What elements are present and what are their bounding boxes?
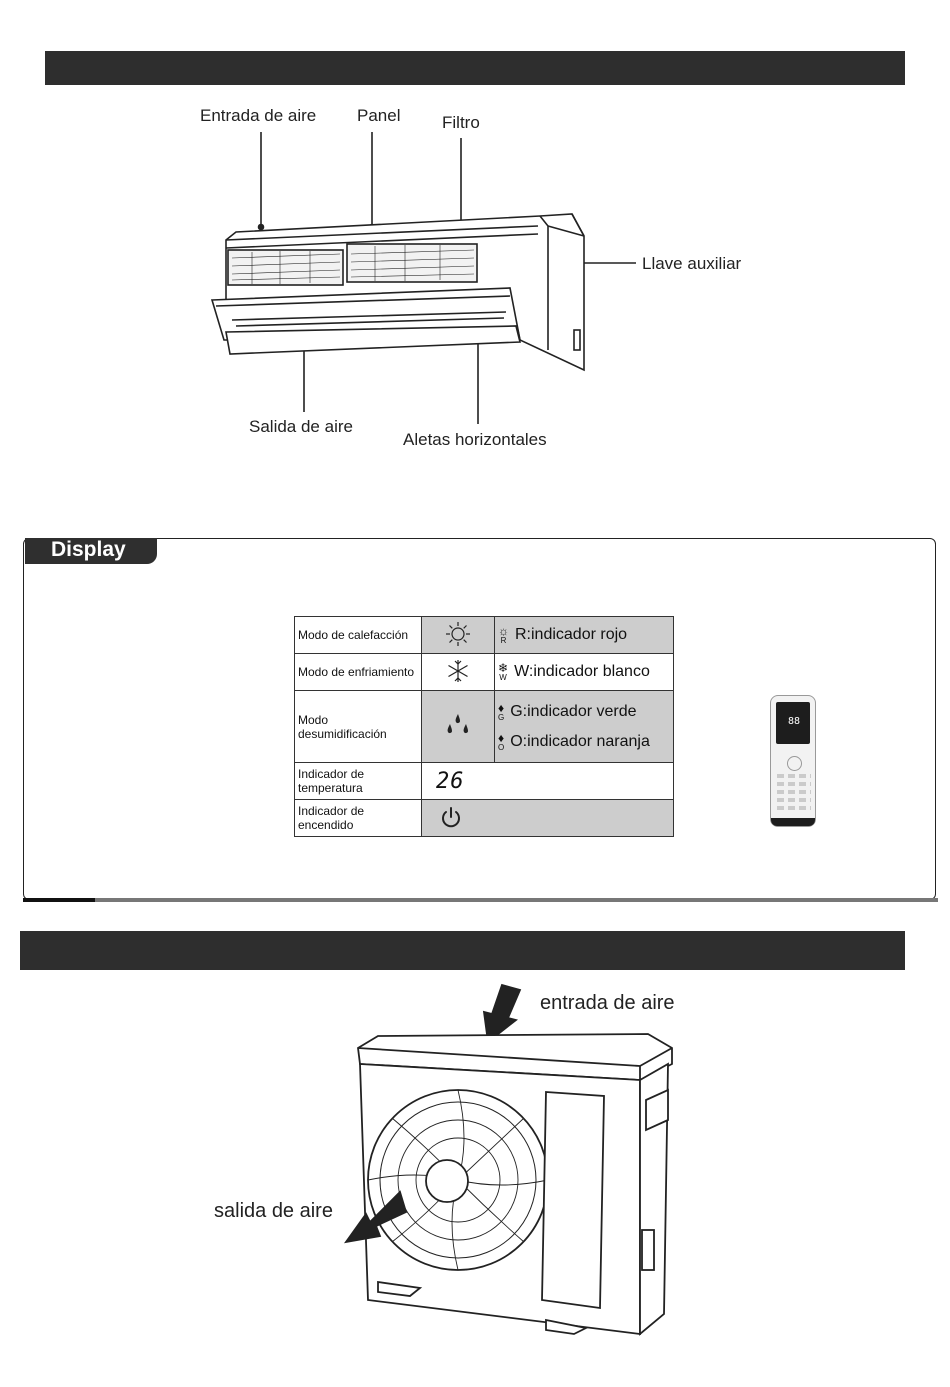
power-icon (421, 799, 674, 837)
indoor-unit-illustration (210, 132, 636, 424)
temperature-display: 26 (421, 762, 674, 800)
remote-buttons (777, 774, 811, 812)
indicator-green-text: G:indicador verde (510, 702, 637, 720)
label-air-inlet: Entrada de aire (200, 106, 317, 125)
snowflake-icon (421, 653, 495, 691)
drops-icon (421, 690, 495, 763)
sun-small-icon: ☼ (498, 624, 509, 638)
table-row-heating: Modo de calefacción ☼R R:indicador rojo (294, 616, 674, 654)
indicator-red-cell: ☼R R:indicador rojo (494, 616, 674, 654)
indicator-white-text: W:indicador blanco (514, 663, 650, 680)
snowflake-small-icon: ❄ (498, 661, 509, 675)
table-row-power: Indicador de encendido (294, 799, 674, 837)
mode-temperature-label: Indicador de temperatura (294, 762, 422, 800)
indicator-letter-w: W (499, 673, 507, 682)
drop-small-icon: ♦ (498, 700, 505, 715)
table-row-cooling: Modo de enfriamiento ❄W W:indicador blanc… (294, 653, 674, 691)
remote-base (771, 818, 815, 826)
indicator-letter-r: R (500, 636, 507, 645)
indicator-red-text: R:indicador rojo (515, 626, 628, 643)
section-header-bar-outdoor (20, 931, 905, 970)
remote-screen: 88 (776, 702, 810, 744)
indicator-white-cell: ❄W W:indicador blanco (494, 653, 674, 691)
mode-dehumidify-label: Modo desumidificación (294, 690, 422, 763)
panel-bottom-rule (23, 898, 938, 902)
table-row-temperature: Indicador de temperatura 26 (294, 762, 674, 800)
label-air-outlet: Salida de aire (249, 417, 353, 436)
drop-small-icon: ♦ (498, 730, 505, 745)
mode-cooling-label: Modo de enfriamiento (294, 653, 422, 691)
label-outdoor-air-inlet: entrada de aire (540, 992, 675, 1014)
display-mode-table: Modo de calefacción ☼R R:indicador rojo M… (294, 616, 674, 837)
label-panel: Panel (357, 106, 401, 125)
mode-power-label: Indicador de encendido (294, 799, 422, 837)
label-aux-key: Llave auxiliar (642, 254, 742, 273)
remote-screen-value: 88 (788, 716, 801, 727)
indicator-letter-g: G (498, 712, 505, 722)
label-filter: Filtro (442, 113, 480, 132)
remote-control-illustration: 88 (770, 695, 816, 827)
label-louvers: Aletas horizontales (403, 430, 547, 449)
panel-bottom-rule-accent (23, 898, 95, 902)
remote-dpad (787, 756, 802, 771)
label-outdoor-air-outlet: salida de aire (214, 1200, 333, 1222)
outdoor-unit-illustration (343, 983, 673, 1336)
display-tab: Display (25, 538, 157, 564)
indicator-letter-o: O (498, 742, 505, 752)
indicator-orange-text: O:indicador naranja (510, 732, 650, 750)
sun-icon (421, 616, 495, 654)
section-header-bar-indoor (45, 51, 905, 85)
mode-heating-label: Modo de calefacción (294, 616, 422, 654)
temperature-value: 26 (436, 768, 465, 794)
